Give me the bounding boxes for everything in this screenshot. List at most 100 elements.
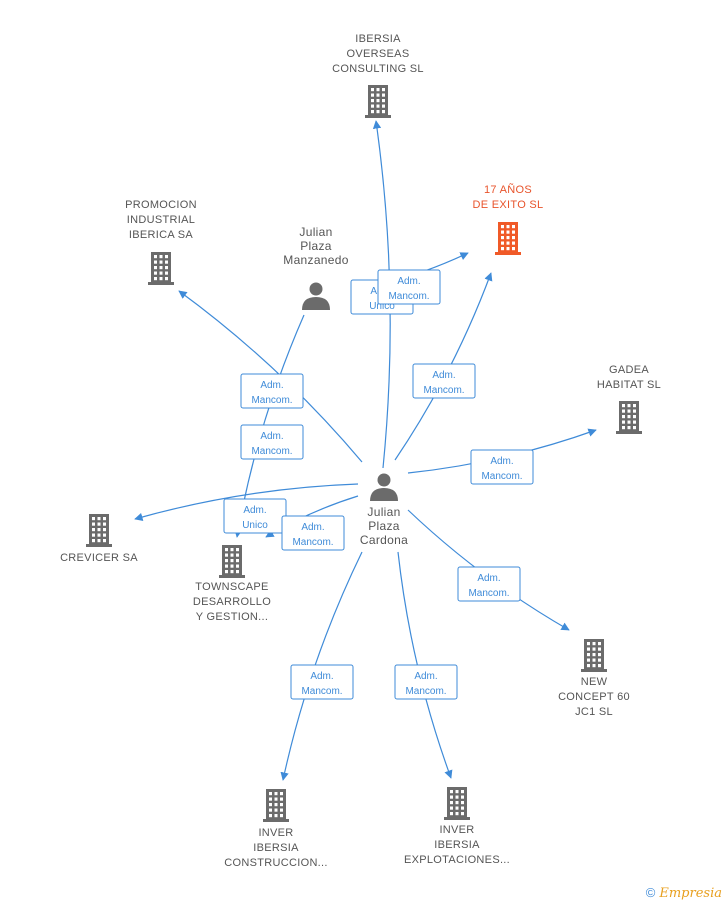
edge-label-text: Mancom. <box>388 291 429 302</box>
node-label-line: TOWNSCAPE <box>195 581 268 593</box>
node-label-line: IBERSIA <box>253 842 299 854</box>
edge-label-text: Adm. <box>260 431 283 442</box>
building-icon <box>148 252 174 285</box>
edge-label-text: Unico <box>369 301 395 312</box>
node-label-line: DESARROLLO <box>193 596 271 608</box>
person-icon <box>370 473 398 501</box>
building-icon <box>86 514 112 547</box>
edge-label-box <box>240 373 304 409</box>
edge-label-text: Mancom. <box>292 537 333 548</box>
building-icon <box>444 787 470 820</box>
node-label-line: GADEA <box>609 364 649 376</box>
node-label-line: IBERSIA <box>434 839 480 851</box>
node-label-line: CONCEPT 60 <box>558 691 630 703</box>
edge-label[interactable]: Adm. Mancom. <box>412 363 476 399</box>
building-icon <box>219 545 245 578</box>
edge-label-text: Adm. <box>414 671 437 682</box>
edge-label-box <box>457 566 521 602</box>
edge-label-text: Mancom. <box>251 395 292 406</box>
edge-label-box <box>412 363 476 399</box>
edge-label-text: Adm. <box>260 380 283 391</box>
edge-label[interactable]: Adm. Mancom. <box>470 449 534 485</box>
edge-label-text: Adm. <box>397 276 420 287</box>
node-label-line: JC1 SL <box>575 706 613 718</box>
edge-label-box <box>290 664 354 700</box>
node-label-line: HABITAT SL <box>597 379 661 391</box>
node-diecisiete_anos[interactable]: 17 AÑOS DE EXITO SL <box>473 183 544 255</box>
edge-labels-layer: Adm.UnicoAdm.Mancom.Adm.Mancom.Adm.Manco… <box>223 269 534 700</box>
node-label-line: Julian <box>299 225 332 239</box>
edge-label-text: Mancom. <box>481 471 522 482</box>
node-townscape[interactable]: TOWNSCAPE DESARROLLO Y GESTION... <box>193 545 271 623</box>
node-label-line: 17 AÑOS <box>484 183 532 196</box>
node-ibersia_overseas[interactable]: IBERSIA OVERSEAS CONSULTING SL <box>332 33 424 118</box>
edge-label-text: Adm. <box>301 522 324 533</box>
node-label-line: Plaza <box>300 239 332 253</box>
edge-label-text: Unico <box>242 520 268 531</box>
node-promocion_industrial[interactable]: PROMOCION INDUSTRIAL IBERICA SA <box>125 199 197 285</box>
building-icon <box>263 789 289 822</box>
node-inver_explotaciones[interactable]: INVER IBERSIA EXPLOTACIONES... <box>404 787 510 866</box>
edge-label[interactable]: Adm. Mancom. <box>240 373 304 409</box>
nodes-layer: JulianPlazaCardonaJulianPlazaManzanedoIB… <box>60 33 661 869</box>
node-label-line: INVER <box>258 827 293 839</box>
node-label-line: Cardona <box>360 533 408 547</box>
node-label-line: EXPLOTACIONES... <box>404 854 510 866</box>
building-icon <box>495 222 521 255</box>
node-label-line: NEW <box>581 676 608 688</box>
node-label-line: CONSTRUCCION... <box>224 857 328 869</box>
edge-label[interactable]: Adm. Mancom. <box>394 664 458 700</box>
node-label-line: CREVICER SA <box>60 552 138 564</box>
node-label-line: Manzanedo <box>283 253 348 267</box>
edge-label-box <box>394 664 458 700</box>
node-new_concept[interactable]: NEW CONCEPT 60 JC1 SL <box>558 639 630 718</box>
edge-label-text: Mancom. <box>423 385 464 396</box>
edge-label-text: Adm. <box>490 456 513 467</box>
edge-label-box <box>470 449 534 485</box>
edge-label-box <box>281 515 345 551</box>
edge-label-box <box>377 269 441 305</box>
edge-label[interactable]: Adm. Mancom. <box>240 424 304 460</box>
brand-name: Empresia <box>659 886 722 901</box>
node-label-line: IBERSIA <box>355 33 401 45</box>
edge-label-text: Mancom. <box>468 588 509 599</box>
node-crevicer[interactable]: CREVICER SA <box>60 514 138 564</box>
node-label-line: Julian <box>367 505 400 519</box>
node-label-line: INVER <box>439 824 474 836</box>
edge-label[interactable]: Adm. Mancom. <box>290 664 354 700</box>
edge-label-text: Adm. <box>243 505 266 516</box>
edge-label[interactable]: Adm. Mancom. <box>377 269 441 305</box>
person-icon <box>302 282 330 310</box>
node-label-line: INDUSTRIAL <box>127 214 195 226</box>
edge-label-text: Mancom. <box>251 446 292 457</box>
node-label-line: CONSULTING SL <box>332 63 424 75</box>
edge-label[interactable]: Adm. Unico <box>223 498 287 534</box>
node-label-line: Y GESTION... <box>196 611 268 623</box>
building-icon <box>581 639 607 672</box>
building-icon <box>365 85 391 118</box>
node-label-line: DE EXITO SL <box>473 199 544 211</box>
building-icon <box>616 401 642 434</box>
edge-label-text: Mancom. <box>301 686 342 697</box>
edge-julian_cardona-to-crevicer <box>134 483 359 521</box>
edge-label-text: Mancom. <box>405 686 446 697</box>
edge-julian_cardona-to-promocion_industrial <box>178 290 363 463</box>
node-inver_construccion[interactable]: INVER IBERSIA CONSTRUCCION... <box>224 789 328 869</box>
edge-julian_cardona-to-inver_construccion <box>280 551 363 781</box>
copyright-symbol: © <box>645 885 656 900</box>
node-label-line: OVERSEAS <box>347 48 410 60</box>
node-label-line: IBERICA SA <box>129 229 193 241</box>
edge-label-box <box>240 424 304 460</box>
edge-label-text: Adm. <box>310 671 333 682</box>
edge-label[interactable]: Adm. Mancom. <box>457 566 521 602</box>
footer-brand[interactable]: ©Empresia <box>646 885 722 901</box>
node-gadea_habitat[interactable]: GADEA HABITAT SL <box>597 364 661 434</box>
edge-label[interactable]: Adm. Mancom. <box>281 515 345 551</box>
node-label-line: Plaza <box>368 519 400 533</box>
edge-label-text: Adm. <box>477 573 500 584</box>
node-label-line: PROMOCION <box>125 199 197 211</box>
edge-label-text: Adm. <box>432 370 455 381</box>
